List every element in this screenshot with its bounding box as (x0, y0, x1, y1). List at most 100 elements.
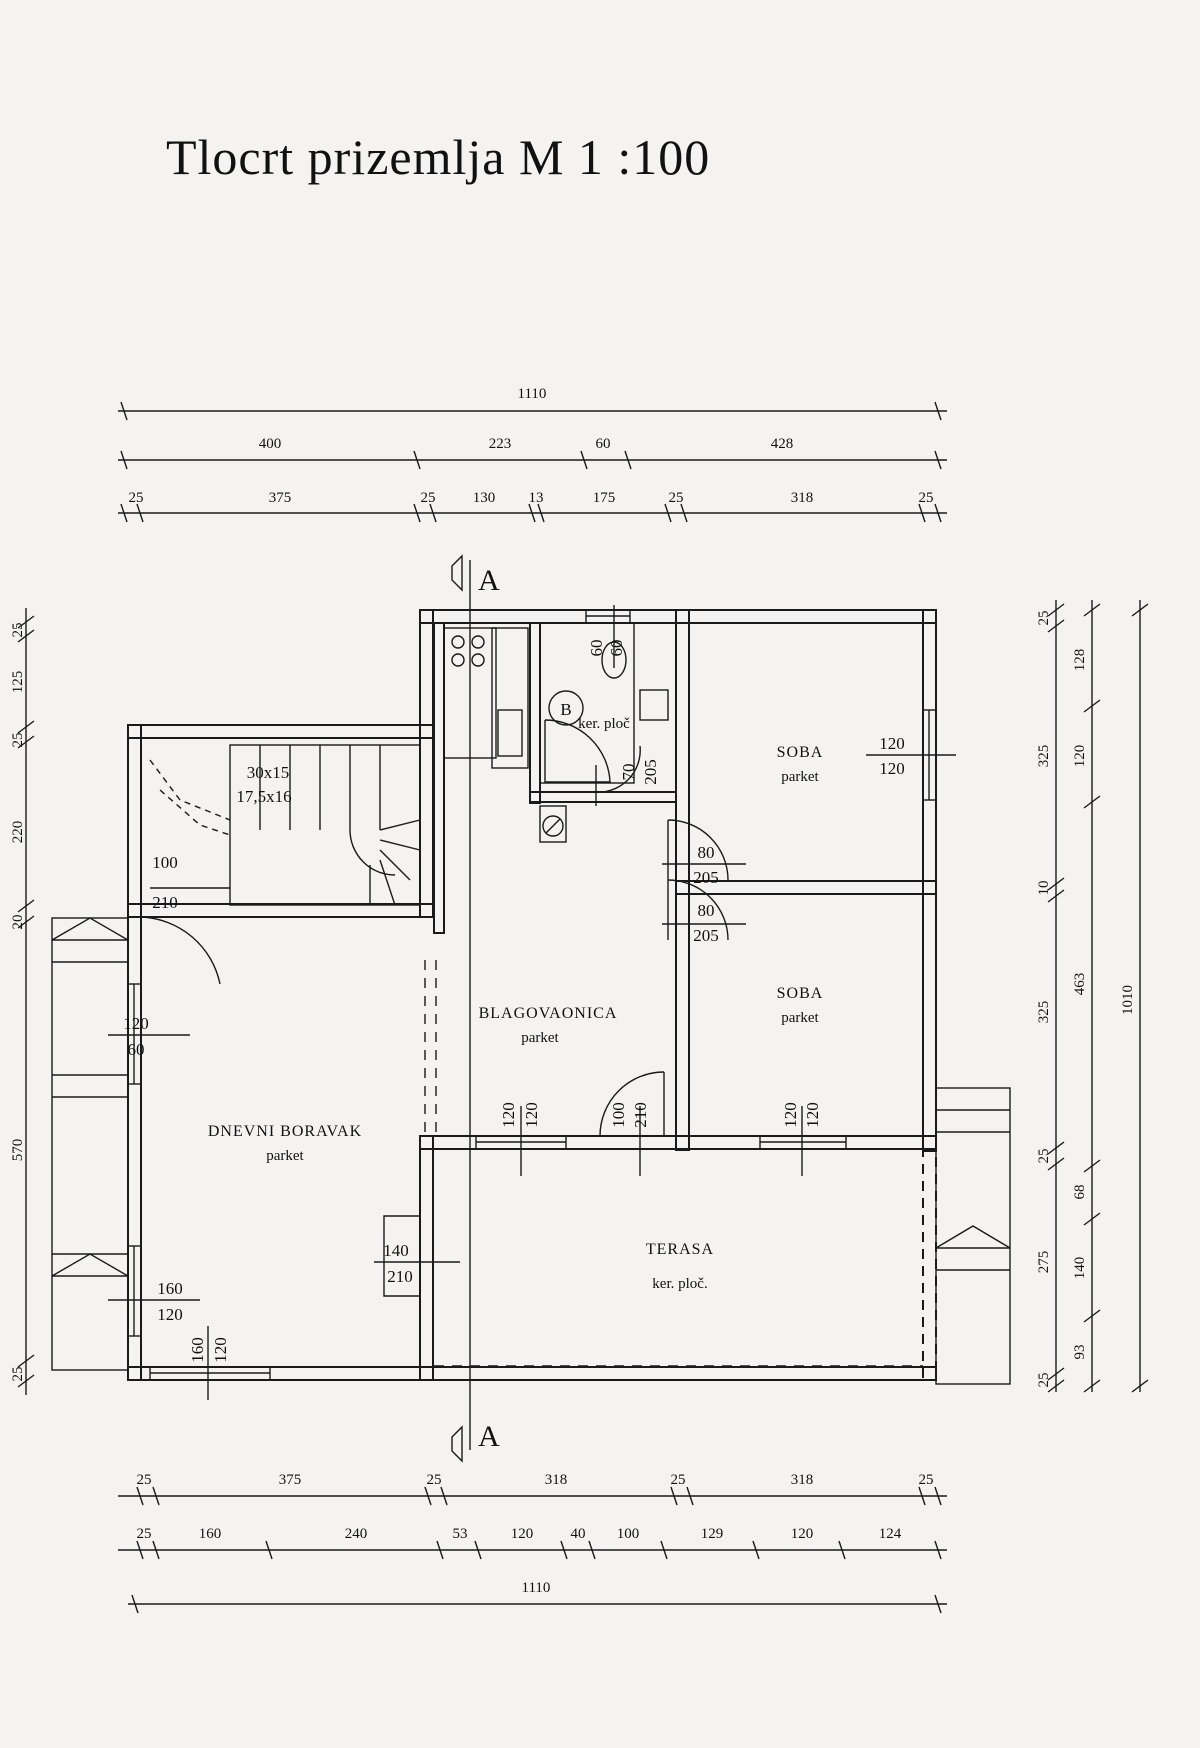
section-marker-bottom: A (478, 1420, 500, 1453)
dim-r2-120: 120 (1072, 745, 1088, 768)
dashed-lines (424, 960, 923, 1367)
exterior-stairs-right (935, 1087, 1011, 1385)
dim-left-25c: 25 (10, 1367, 26, 1382)
dim-left-20: 20 (10, 915, 26, 930)
room-floor-terrace: ker. ploč. (652, 1276, 707, 1292)
room-floor-room2: parket (781, 1010, 819, 1026)
dimension-labels-left: 25 125 25 220 20 570 25 (10, 623, 26, 1382)
dim-top-60: 60 (596, 436, 611, 452)
dim-r1-275: 275 (1036, 1251, 1052, 1274)
living-window-bottom: 60 (128, 1040, 145, 1059)
bath-window-right: 60 (607, 640, 626, 657)
dim-bot2-124: 124 (879, 1526, 902, 1542)
dim-bot-total: 1110 (522, 1580, 551, 1596)
dim-r2-463: 463 (1072, 973, 1088, 996)
stair-labels: 30x15 17,5x16 (236, 763, 291, 806)
dimension-labels-right: 25 325 10 325 25 275 25 128 120 463 68 1… (1036, 611, 1136, 1388)
stair-door-top: 100 (152, 853, 178, 872)
dim-r2-128: 128 (1072, 649, 1088, 672)
dim-top-25c: 25 (669, 490, 684, 506)
dim-bot2-129: 129 (701, 1526, 724, 1542)
bath-door-left: 70 (619, 764, 638, 781)
dim-bot-25b: 25 (427, 1472, 442, 1488)
living-side-window-bottom: 120 (157, 1305, 183, 1324)
living-bottom-window-right: 120 (211, 1337, 230, 1363)
terrace-door-bottom: 210 (387, 1267, 413, 1286)
dim-left-25b: 25 (10, 733, 26, 748)
dimension-line-bottom-openings (118, 1540, 947, 1560)
room1-door-bottom: 205 (693, 868, 719, 887)
room1-window-top: 120 (879, 734, 905, 753)
dimension-line-right-1 (1047, 600, 1065, 1393)
room-floor-bath: ker. ploč (578, 716, 630, 732)
section-marker-top: A (478, 564, 500, 597)
stair-label-b: 17,5x16 (236, 787, 291, 806)
dim-r2-140: 140 (1072, 1257, 1088, 1280)
dimension-line-top-total (118, 401, 947, 421)
dimension-labels-bottom: 25 375 25 318 25 318 25 25 160 240 53 12… (137, 1472, 934, 1596)
dim-r1-325a: 325 (1036, 745, 1052, 768)
bath-window-left: 60 (587, 640, 606, 657)
room-name-room1: SOBA (777, 744, 824, 761)
dim-bot2-25: 25 (137, 1526, 152, 1542)
dimension-line-bottom-sections (118, 1486, 947, 1506)
dim-top-223: 223 (489, 436, 512, 452)
dim-left-220: 220 (10, 821, 26, 844)
dim-top-175: 175 (593, 490, 616, 506)
living-window-top: 120 (123, 1014, 149, 1033)
dim-r2-93: 93 (1072, 1345, 1088, 1360)
room-floor-room1: parket (781, 769, 819, 785)
dim-top-13: 13 (529, 490, 544, 506)
room1-door-top: 80 (698, 843, 715, 862)
dim-bot-25d: 25 (919, 1472, 934, 1488)
exterior-stairs-left (51, 917, 129, 1371)
dim-bot2-40: 40 (571, 1526, 586, 1542)
dim-left-25a: 25 (10, 623, 26, 638)
dining-window-right: 120 (522, 1102, 541, 1128)
dim-bot-25a: 25 (137, 1472, 152, 1488)
dim-bot2-240: 240 (345, 1526, 368, 1542)
opening-leaders (108, 605, 956, 1400)
dimension-labels-top: 1110 400 223 60 428 25 375 25 130 13 175… (129, 386, 934, 506)
dim-r1-25b: 25 (1036, 1149, 1052, 1164)
kitchen-counter (443, 627, 529, 769)
page-title: Tlocrt prizemlja M 1 :100 (166, 129, 711, 185)
dimension-line-top-sections (118, 450, 947, 470)
dim-top-375: 375 (269, 490, 292, 506)
bathroom-marker: B (560, 700, 571, 719)
dim-top-130: 130 (473, 490, 496, 506)
dim-bot2-100: 100 (617, 1526, 640, 1542)
dim-left-570: 570 (10, 1139, 26, 1162)
room-floor-living: parket (266, 1148, 304, 1164)
dim-bot2-120a: 120 (511, 1526, 534, 1542)
windows (128, 610, 936, 1380)
room-name-terrace: TERASA (646, 1241, 714, 1258)
dim-top-428: 428 (771, 436, 794, 452)
room1-window-bottom: 120 (879, 759, 905, 778)
dimension-line-right-total (1131, 600, 1149, 1393)
room2-door-top: 80 (698, 901, 715, 920)
bath-door-right: 205 (641, 759, 660, 785)
interior-stair (149, 744, 421, 906)
dim-r3-1010: 1010 (1120, 985, 1136, 1015)
dim-bot-375: 375 (279, 1472, 302, 1488)
dim-top-25a: 25 (129, 490, 144, 506)
living-side-window-top: 160 (157, 1279, 183, 1298)
markers: B A A (478, 564, 584, 1453)
room2-door-bottom: 205 (693, 926, 719, 945)
dim-top-25b: 25 (421, 490, 436, 506)
stair-door-bottom: 210 (152, 893, 178, 912)
dim-top-total: 1110 (518, 386, 547, 402)
dim-top-400: 400 (259, 436, 282, 452)
dim-bot2-160: 160 (199, 1526, 222, 1542)
room-labels: DNEVNI BORAVAK parket BLAGOVAONICA parke… (208, 716, 824, 1292)
room2-window-right: 120 (803, 1102, 822, 1128)
dim-bot2-53: 53 (453, 1526, 468, 1542)
dimension-line-top-detail (118, 503, 947, 523)
dim-bot-318b: 318 (791, 1472, 814, 1488)
room-floor-dining: parket (521, 1030, 559, 1046)
door-swings (140, 745, 729, 1297)
terrace-door-top: 140 (383, 1241, 409, 1260)
dim-bot-25c: 25 (671, 1472, 686, 1488)
